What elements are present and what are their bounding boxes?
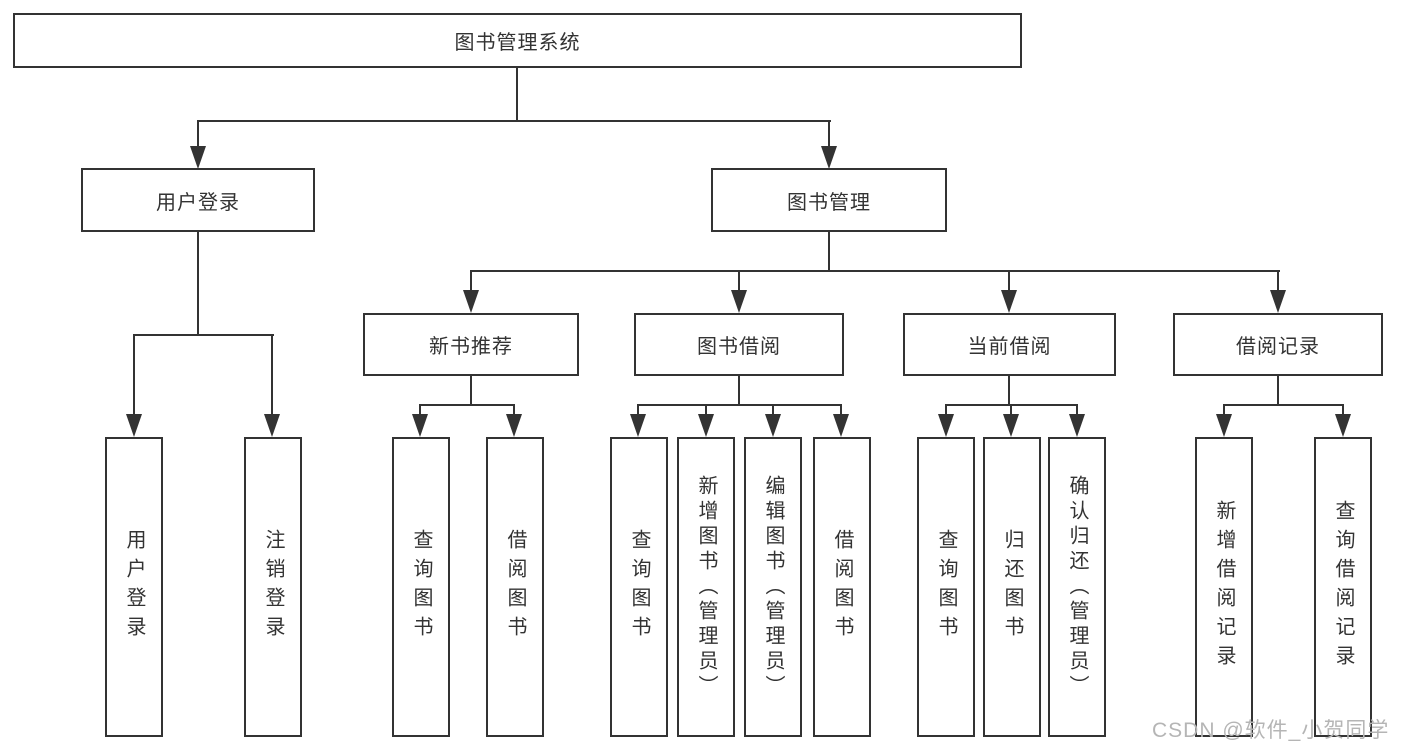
connector-line — [133, 334, 274, 336]
leaf-query-borrow-record-label: 查询借阅记录 — [1332, 500, 1354, 674]
connector-line — [1277, 270, 1279, 292]
node-new-book-recommend-label: 新书推荐 — [429, 336, 513, 358]
leaf-return-book: 归还图书 — [983, 437, 1041, 737]
leaf-add-borrow-record-label: 新增借阅记录 — [1213, 500, 1235, 674]
connector-line — [637, 404, 639, 416]
connector-line — [738, 376, 740, 406]
arrowhead-down-icon — [821, 146, 837, 169]
arrowhead-down-icon — [1216, 414, 1232, 437]
connector-line — [1076, 404, 1078, 416]
node-book-borrow-label: 图书借阅 — [697, 336, 781, 358]
leaf-user-login-label: 用户登录 — [123, 529, 145, 645]
leaf-logout-label: 注销登录 — [262, 529, 284, 645]
node-borrow-record: 借阅记录 — [1173, 313, 1383, 376]
arrowhead-down-icon — [731, 290, 747, 313]
leaf-confirm-return-admin: 确认归还（管理员） — [1048, 437, 1106, 737]
connector-line — [470, 270, 472, 292]
connector-line — [271, 334, 273, 416]
node-current-borrow: 当前借阅 — [903, 313, 1116, 376]
connector-line — [516, 68, 518, 122]
connector-line — [1277, 376, 1279, 406]
connector-line — [197, 232, 199, 336]
node-book-management-label: 图书管理 — [787, 191, 871, 214]
node-new-book-recommend: 新书推荐 — [363, 313, 579, 376]
arrowhead-down-icon — [765, 414, 781, 437]
connector-line — [197, 120, 199, 148]
arrowhead-down-icon — [506, 414, 522, 437]
leaf-recommend-query-book: 查询图书 — [392, 437, 450, 737]
arrowhead-down-icon — [463, 290, 479, 313]
arrowhead-down-icon — [126, 414, 142, 437]
connector-line — [1008, 376, 1010, 406]
leaf-borrow-query-book: 查询图书 — [610, 437, 668, 737]
connector-line — [1342, 404, 1344, 416]
leaf-add-book-admin-label: 新增图书（管理员） — [695, 474, 717, 700]
leaf-borrow-book-label: 借阅图书 — [831, 529, 853, 645]
arrowhead-down-icon — [1335, 414, 1351, 437]
node-book-management: 图书管理 — [711, 168, 947, 232]
connector-line — [1008, 270, 1010, 292]
arrowhead-down-icon — [833, 414, 849, 437]
node-borrow-record-label: 借阅记录 — [1236, 336, 1320, 358]
arrowhead-down-icon — [1069, 414, 1085, 437]
connector-line — [840, 404, 842, 416]
leaf-add-borrow-record: 新增借阅记录 — [1195, 437, 1253, 737]
leaf-recommend-query-book-label: 查询图书 — [410, 529, 432, 645]
connector-line — [738, 270, 740, 292]
csdn-watermark: CSDN @软件_小贺同学 — [1152, 719, 1390, 742]
node-library-system: 图书管理系统 — [13, 13, 1022, 68]
leaf-recommend-borrow-book-label: 借阅图书 — [504, 529, 526, 645]
arrowhead-down-icon — [190, 146, 206, 169]
connector-line — [637, 404, 841, 406]
leaf-edit-book-admin-label: 编辑图书（管理员） — [762, 474, 784, 700]
arrowhead-down-icon — [1003, 414, 1019, 437]
node-book-borrow: 图书借阅 — [634, 313, 844, 376]
leaf-add-book-admin: 新增图书（管理员） — [677, 437, 735, 737]
connector-line — [419, 404, 515, 406]
leaf-recommend-borrow-book: 借阅图书 — [486, 437, 544, 737]
connector-line — [470, 270, 1280, 272]
arrowhead-down-icon — [1001, 290, 1017, 313]
connector-line — [828, 232, 830, 272]
leaf-return-book-label: 归还图书 — [1001, 529, 1023, 645]
node-user-login-label: 用户登录 — [156, 191, 240, 214]
node-library-system-label: 图书管理系统 — [454, 32, 581, 54]
connector-line — [772, 404, 774, 416]
connector-line — [1223, 404, 1225, 416]
connector-line — [197, 120, 831, 122]
connector-line — [1223, 404, 1344, 406]
arrowhead-down-icon — [938, 414, 954, 437]
connector-line — [513, 404, 515, 416]
arrowhead-down-icon — [264, 414, 280, 437]
leaf-edit-book-admin: 编辑图书（管理员） — [744, 437, 802, 737]
leaf-confirm-return-admin-label: 确认归还（管理员） — [1066, 474, 1088, 700]
connector-line — [945, 404, 947, 416]
arrowhead-down-icon — [630, 414, 646, 437]
leaf-query-borrow-record: 查询借阅记录 — [1314, 437, 1372, 737]
leaf-current-query-book: 查询图书 — [917, 437, 975, 737]
connector-line — [828, 120, 830, 148]
leaf-borrow-book: 借阅图书 — [813, 437, 871, 737]
leaf-current-query-book-label: 查询图书 — [935, 529, 957, 645]
leaf-borrow-query-book-label: 查询图书 — [628, 529, 650, 645]
connector-line — [470, 376, 472, 406]
node-current-borrow-label: 当前借阅 — [967, 336, 1052, 358]
connector-line — [133, 334, 135, 416]
arrowhead-down-icon — [698, 414, 714, 437]
connector-line — [419, 404, 421, 416]
connector-line — [705, 404, 707, 416]
connector-line — [1010, 404, 1012, 416]
arrowhead-down-icon — [412, 414, 428, 437]
leaf-logout: 注销登录 — [244, 437, 302, 737]
leaf-user-login: 用户登录 — [105, 437, 163, 737]
arrowhead-down-icon — [1270, 290, 1286, 313]
node-user-login: 用户登录 — [81, 168, 315, 232]
